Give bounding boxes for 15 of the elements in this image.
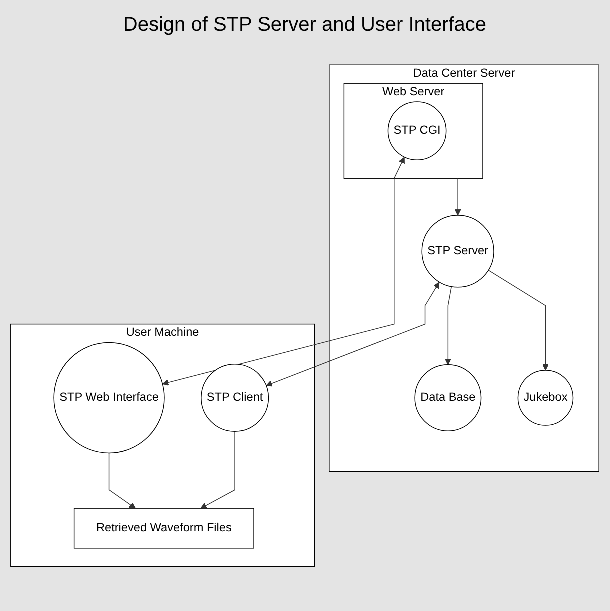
arrow [200, 431, 236, 509]
node-circle: Data Base [414, 364, 482, 432]
arrow [108, 452, 136, 509]
arrow [454, 178, 462, 216]
node-box: Retrieved Waveform Files [74, 508, 254, 549]
node-circle: STP Client [201, 364, 270, 432]
arrow [266, 282, 440, 387]
arrow [444, 286, 452, 366]
node-circle: STP CGI [388, 102, 447, 161]
diagram-title: Design of STP Server and User Interface [122, 14, 488, 37]
node-circle: STP Server [422, 215, 494, 288]
arrow [162, 157, 405, 386]
node-circle: STP Web Interface [54, 342, 165, 454]
node-circle: Jukebox [518, 370, 574, 426]
arrow [488, 270, 549, 371]
